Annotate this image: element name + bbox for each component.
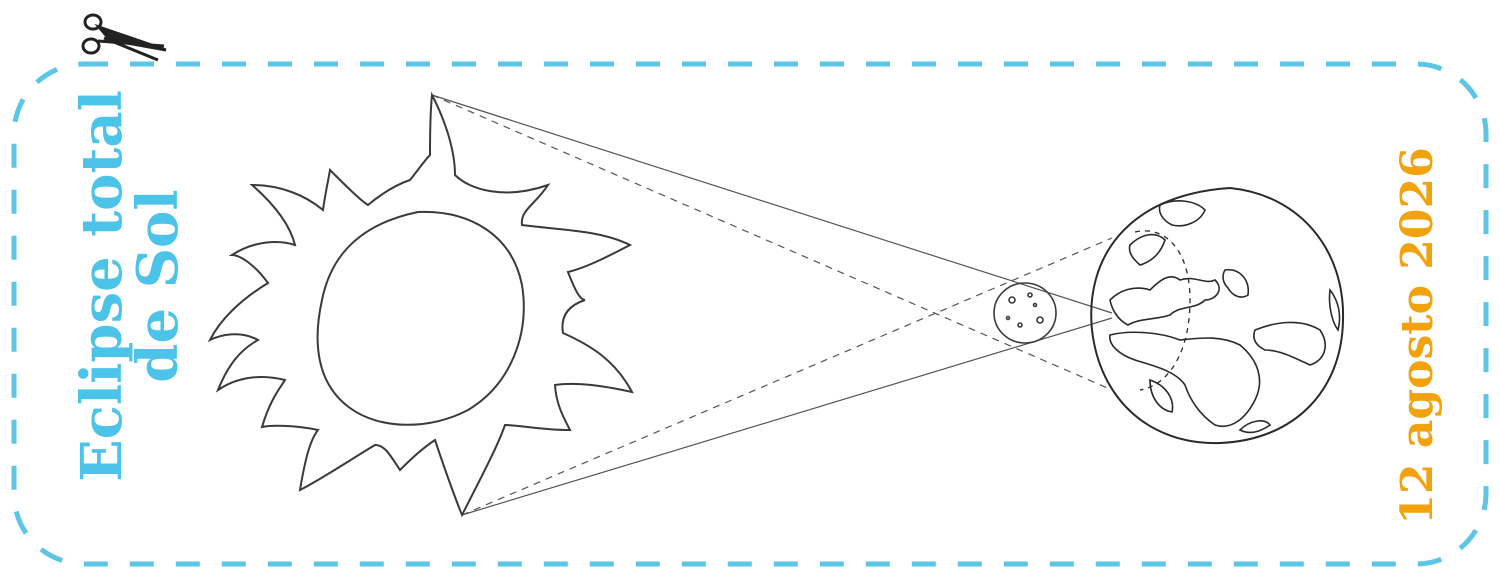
sun-corona	[207, 91, 634, 518]
shadow-ellipse	[1134, 230, 1191, 391]
title-line-1: Eclipse total	[69, 90, 135, 482]
moon	[993, 282, 1057, 344]
eclipse-date: 12 agosto 2026	[1392, 147, 1443, 525]
light-rays	[431, 94, 1113, 516]
earth-outline	[1090, 186, 1345, 445]
title-line-2: de Sol	[125, 189, 191, 383]
sun	[207, 91, 634, 518]
scissors-icon	[81, 13, 167, 62]
cut-line-border	[11, 61, 1489, 567]
continents	[1109, 200, 1341, 434]
sun-disk	[316, 210, 525, 426]
earth	[1090, 186, 1345, 445]
eclipse-title: Eclipse total de Sol	[69, 90, 191, 482]
